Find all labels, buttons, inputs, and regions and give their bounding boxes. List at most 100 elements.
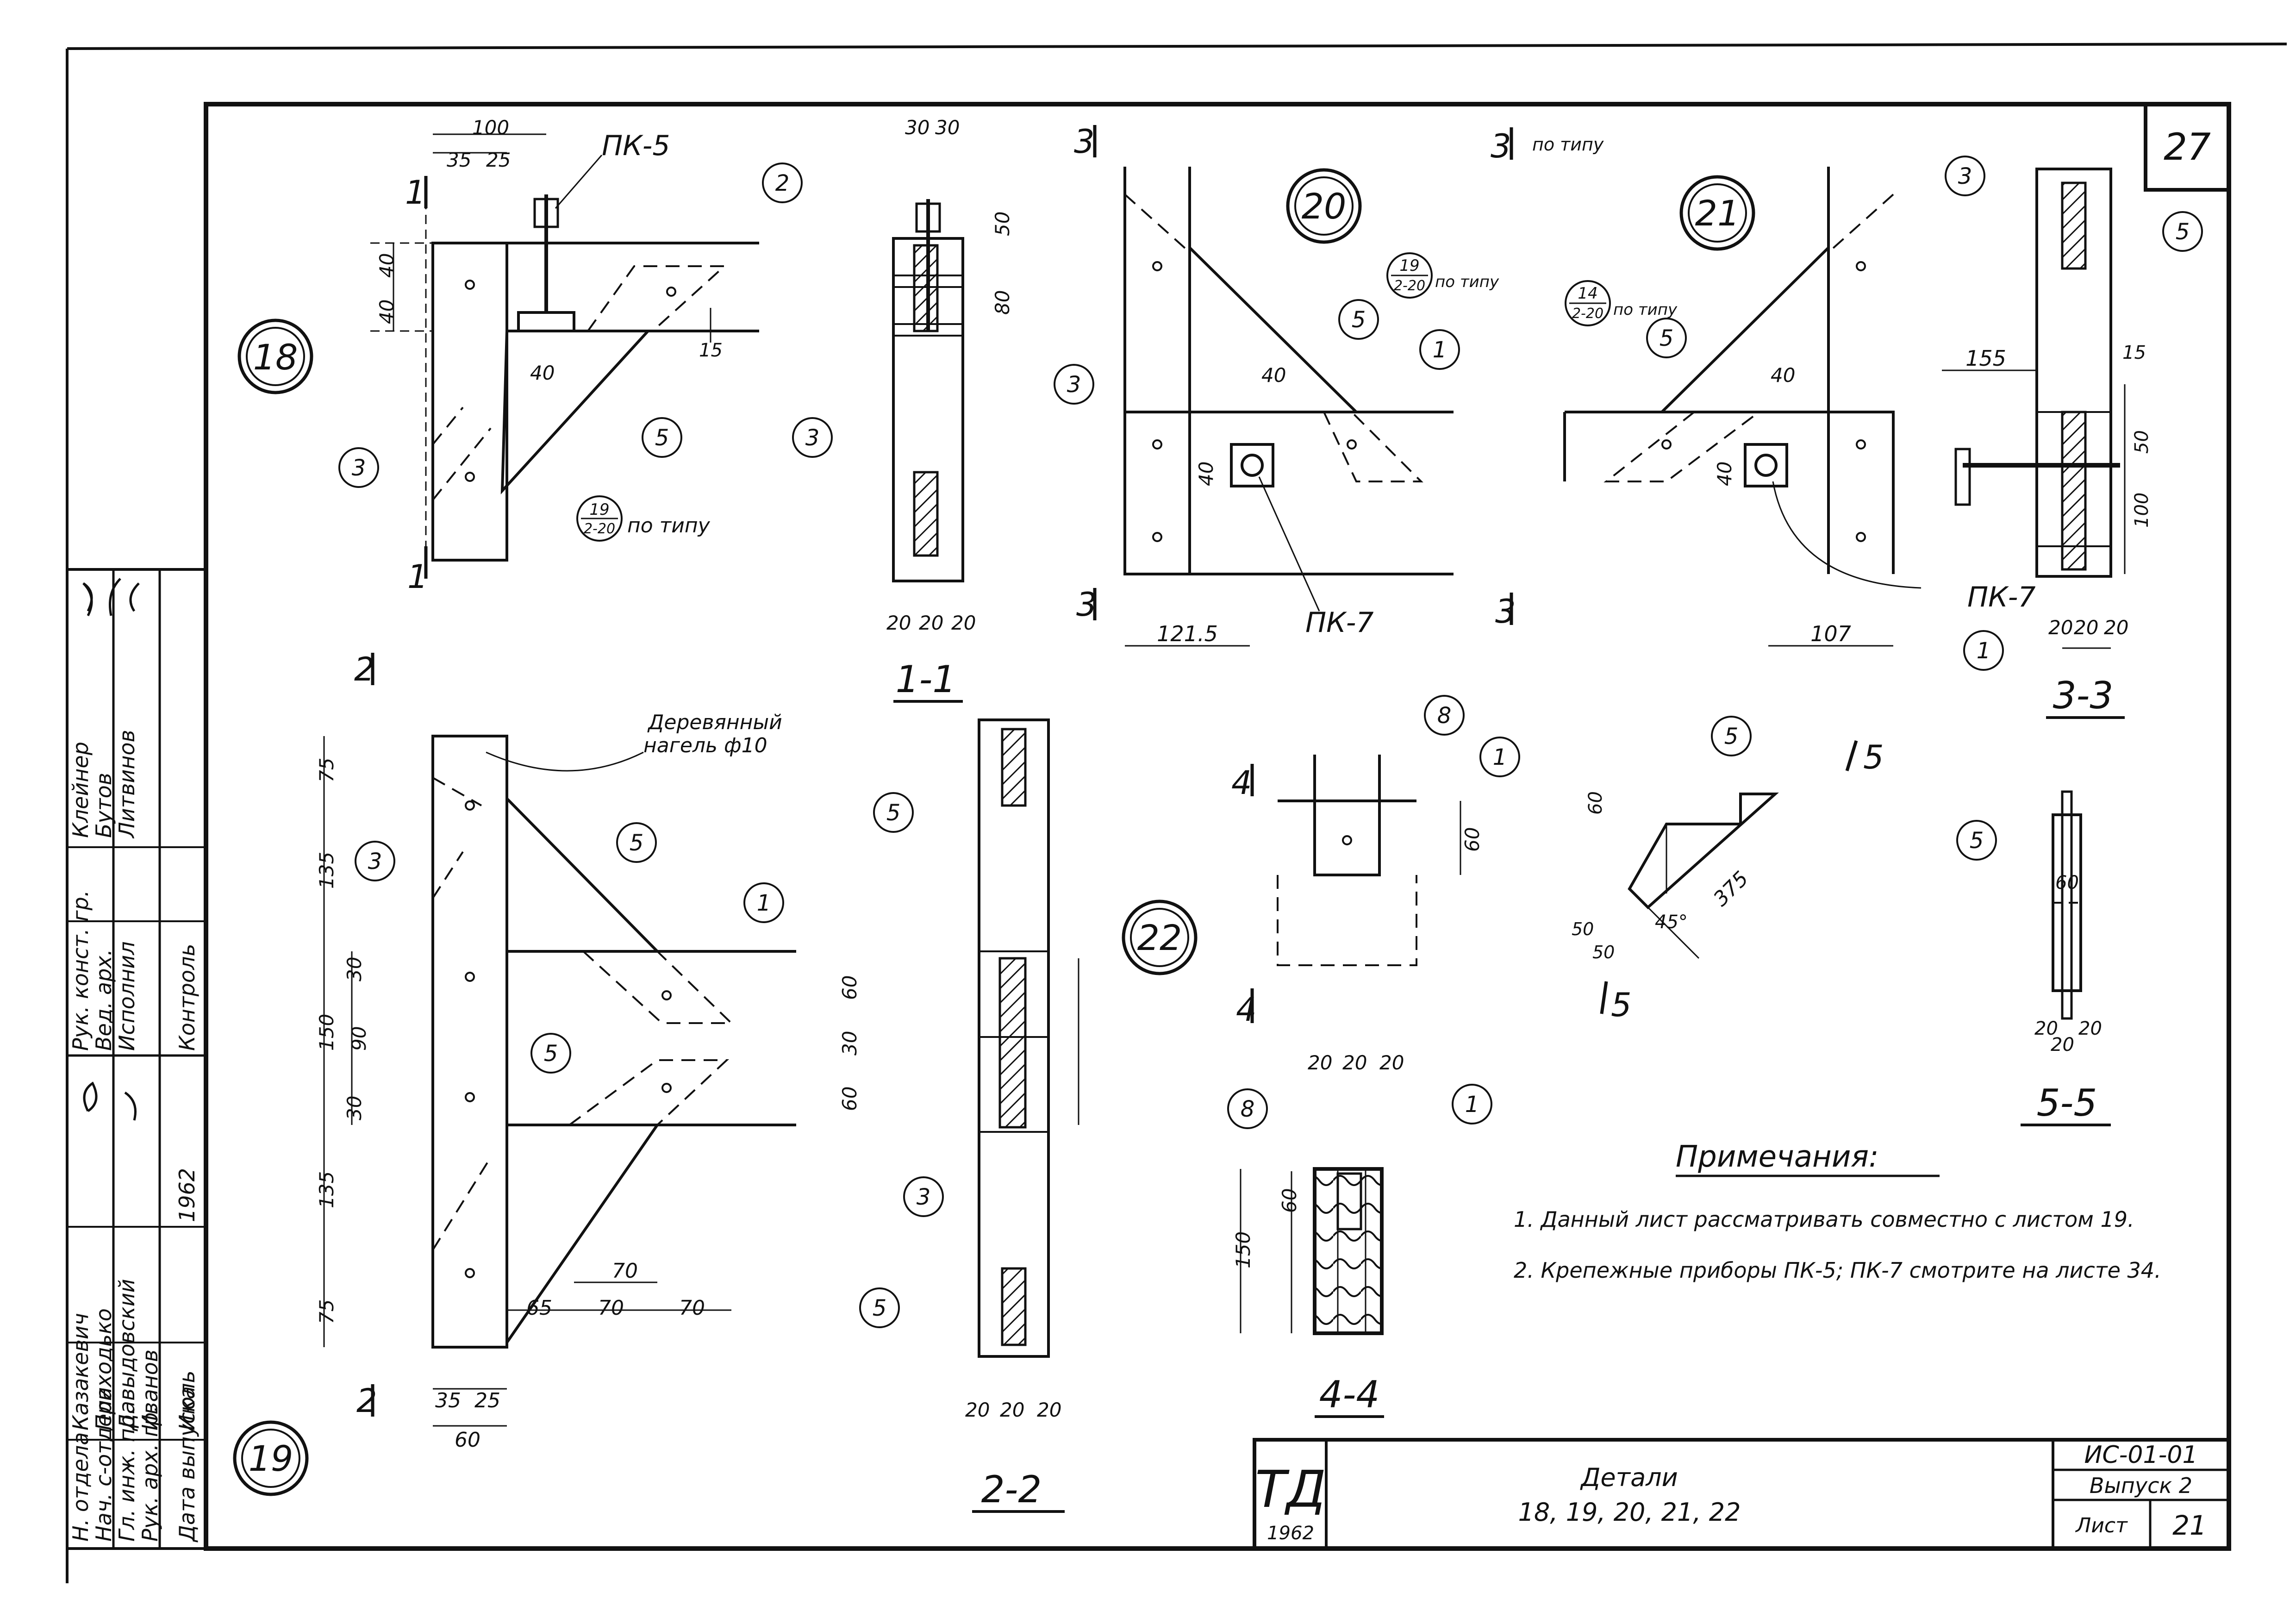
dim-label: 20 [951,612,976,634]
dim-label: 20 [1000,1399,1024,1421]
dim-label: 60 [1585,791,1606,815]
section-4-4: 20 20 20 60 150 4-4 [1232,1051,1404,1418]
cut-label-3: 3 [1491,127,1511,165]
dim-label: 375 [1709,867,1753,911]
cut-label-5: 5 [1863,738,1884,776]
signature-scribbles [82,578,140,1121]
part-marker: 5 [1646,318,1687,358]
dim-label: 20 [965,1399,990,1421]
dim-label: 35 [447,149,471,171]
part-marker: 5 [616,822,657,863]
detail-18: 18 ПК-5 100 35 25 40 40 40 15 19 2-20 по… [237,116,759,565]
part-marker: 8 [1424,695,1465,736]
detail-21-ref-bottom: 2-20 [1572,306,1603,322]
dim-label: 30 [935,116,960,139]
dim-label: 45° [1655,912,1688,933]
svg-text:3: 3 [805,425,820,451]
part-marker: 1 [1963,630,2004,671]
dim-label: 60 [2055,872,2079,893]
dim-label: 135 [315,1171,338,1208]
sheet-corner-number: 27 [2164,125,2211,169]
dim-label: 20 [886,612,911,634]
dim-label: 50 [1592,942,1615,962]
bracket-5-view: 60 375 45° 50 50 [1572,791,1779,962]
dim-label: 100 [472,116,509,139]
detail-21-pk7: ПК-7 [1967,581,2036,613]
dim-label: 80 [991,290,1014,315]
svg-text:1: 1 [1465,1092,1479,1118]
dim-label: 15 [699,340,723,361]
part-marker: 5 [1338,299,1379,340]
section-3-3-title: 3-3 [2053,674,2114,717]
part-marker: 3 [338,447,379,488]
detail-18-ref-top: 19 [589,500,609,519]
dim-label: 20 [919,612,943,634]
dim-label: 90 [348,1026,370,1051]
detail-20-ref-text: по типу [1435,273,1499,291]
issue-number: Выпуск 2 [2090,1473,2192,1498]
part-marker: 5 [642,417,682,458]
section-cut-markers: 1 1 2 2 3 3 3 3 4 4 5 5 по типу [354,123,1884,1420]
svg-text:5: 5 [2176,219,2190,245]
sheet-label: Лист [2075,1514,2128,1537]
svg-text:3: 3 [1958,163,1972,189]
detail-18-pk5-label: ПК-5 [602,130,670,162]
dim-label: 135 [315,852,338,889]
notes: Примечания: 1. Данный лист рассматривать… [1514,1140,2161,1283]
detail-20-ref-bottom: 2-20 [1394,278,1425,294]
dim-label: 20 [1342,1051,1367,1074]
part-marker: 3 [792,417,833,458]
dim-label: 40 [375,253,398,278]
dim-label: 75 [315,758,338,782]
dim-label: 40 [1713,462,1736,486]
detail-21: 21 14 2-20 по типу 40 40 107 [1563,167,1922,647]
dim-label: 30 [838,1031,861,1056]
detail-22: 60 22 [1122,755,1484,975]
dim-label: 50 [991,212,1014,236]
detail-20: 20 19 2-20 по типу ПК-7 121.5 40 40 [1123,167,1499,647]
section-4-4-title: 4-4 [1319,1373,1380,1416]
title-line-2: 18, 19, 20, 21, 22 [1518,1498,1741,1527]
dim-label: 50 [1572,919,1594,939]
part-marker: 8 [1227,1088,1268,1129]
svg-text:3: 3 [917,1184,931,1210]
cut-label-4: 4 [1231,764,1252,802]
notes-title: Примечания: [1676,1140,1879,1174]
svg-text:3: 3 [352,455,366,481]
dim-label: 70 [679,1296,705,1320]
dim-label: 40 [1261,364,1286,387]
part-marker: 5 [859,1287,900,1328]
approval-name: Клейнер [68,742,93,838]
detail-18-ref-bottom: 2-20 [584,521,615,537]
cut-label-3: 3 [1074,123,1095,161]
approval-role: Нач. с-отдела [91,1387,116,1542]
detail-19-nagel-label-2: нагель ф10 [643,734,767,757]
detail-20-pk7: ПК-7 [1305,606,1374,639]
svg-text:3: 3 [368,849,382,874]
detail-20-ref-top: 19 [1399,256,1419,275]
approval-role: Исполнил [114,941,139,1051]
dim-label: 100 [2131,493,2152,528]
section-5-5-title: 5-5 [2037,1081,2097,1124]
sheet-number: 21 [2172,1510,2207,1541]
svg-text:2: 2 [775,170,790,196]
dim-label: 70 [598,1296,624,1320]
title-logo-year: 1962 [1267,1523,1314,1544]
svg-text:5: 5 [655,425,669,451]
approval-name: Иванов [137,1349,162,1430]
dim-label: 20 [2074,616,2098,639]
approval-name: Давыдовский [114,1279,139,1431]
approval-block [66,568,207,1550]
detail-22-callout: 22 [1137,917,1182,958]
note-item: 2. Крепежные приборы ПК-5; ПК-7 смотрите… [1514,1258,2161,1283]
dim-label: 70 [612,1259,638,1283]
svg-text:5: 5 [1352,307,1366,333]
title-line-1: Детали [1580,1463,1678,1492]
svg-text:5: 5 [886,800,901,826]
dim-label: 60 [838,1087,861,1111]
dim-label: 15 [2122,342,2146,363]
dim-label: 60 [838,975,861,1000]
approval-name: Казакевич [68,1313,93,1430]
svg-text:5: 5 [544,1041,558,1067]
part-marker: 2 [762,162,803,203]
